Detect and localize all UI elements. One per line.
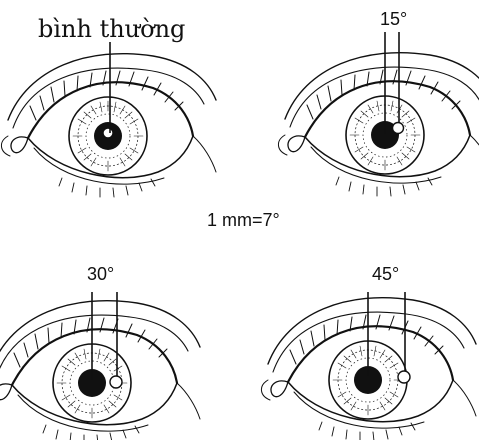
corneal-reflex-30	[110, 376, 122, 388]
label-15-degrees: 15°	[380, 9, 407, 29]
scale-label: 1 mm=7°	[207, 210, 280, 230]
eye-15-degrees: 15°	[278, 9, 479, 196]
eye-normal: bình thường	[1, 15, 216, 197]
eye-45-degrees: 45°	[261, 264, 476, 440]
eye-30-degrees: 30°	[0, 264, 200, 440]
label-45-degrees: 45°	[372, 264, 399, 284]
label-30-degrees: 30°	[87, 264, 114, 284]
corneal-reflex-normal	[103, 128, 113, 138]
corneal-reflex-15	[393, 123, 404, 134]
label-normal: bình thường	[38, 15, 185, 43]
corneal-reflex-45	[398, 371, 410, 383]
